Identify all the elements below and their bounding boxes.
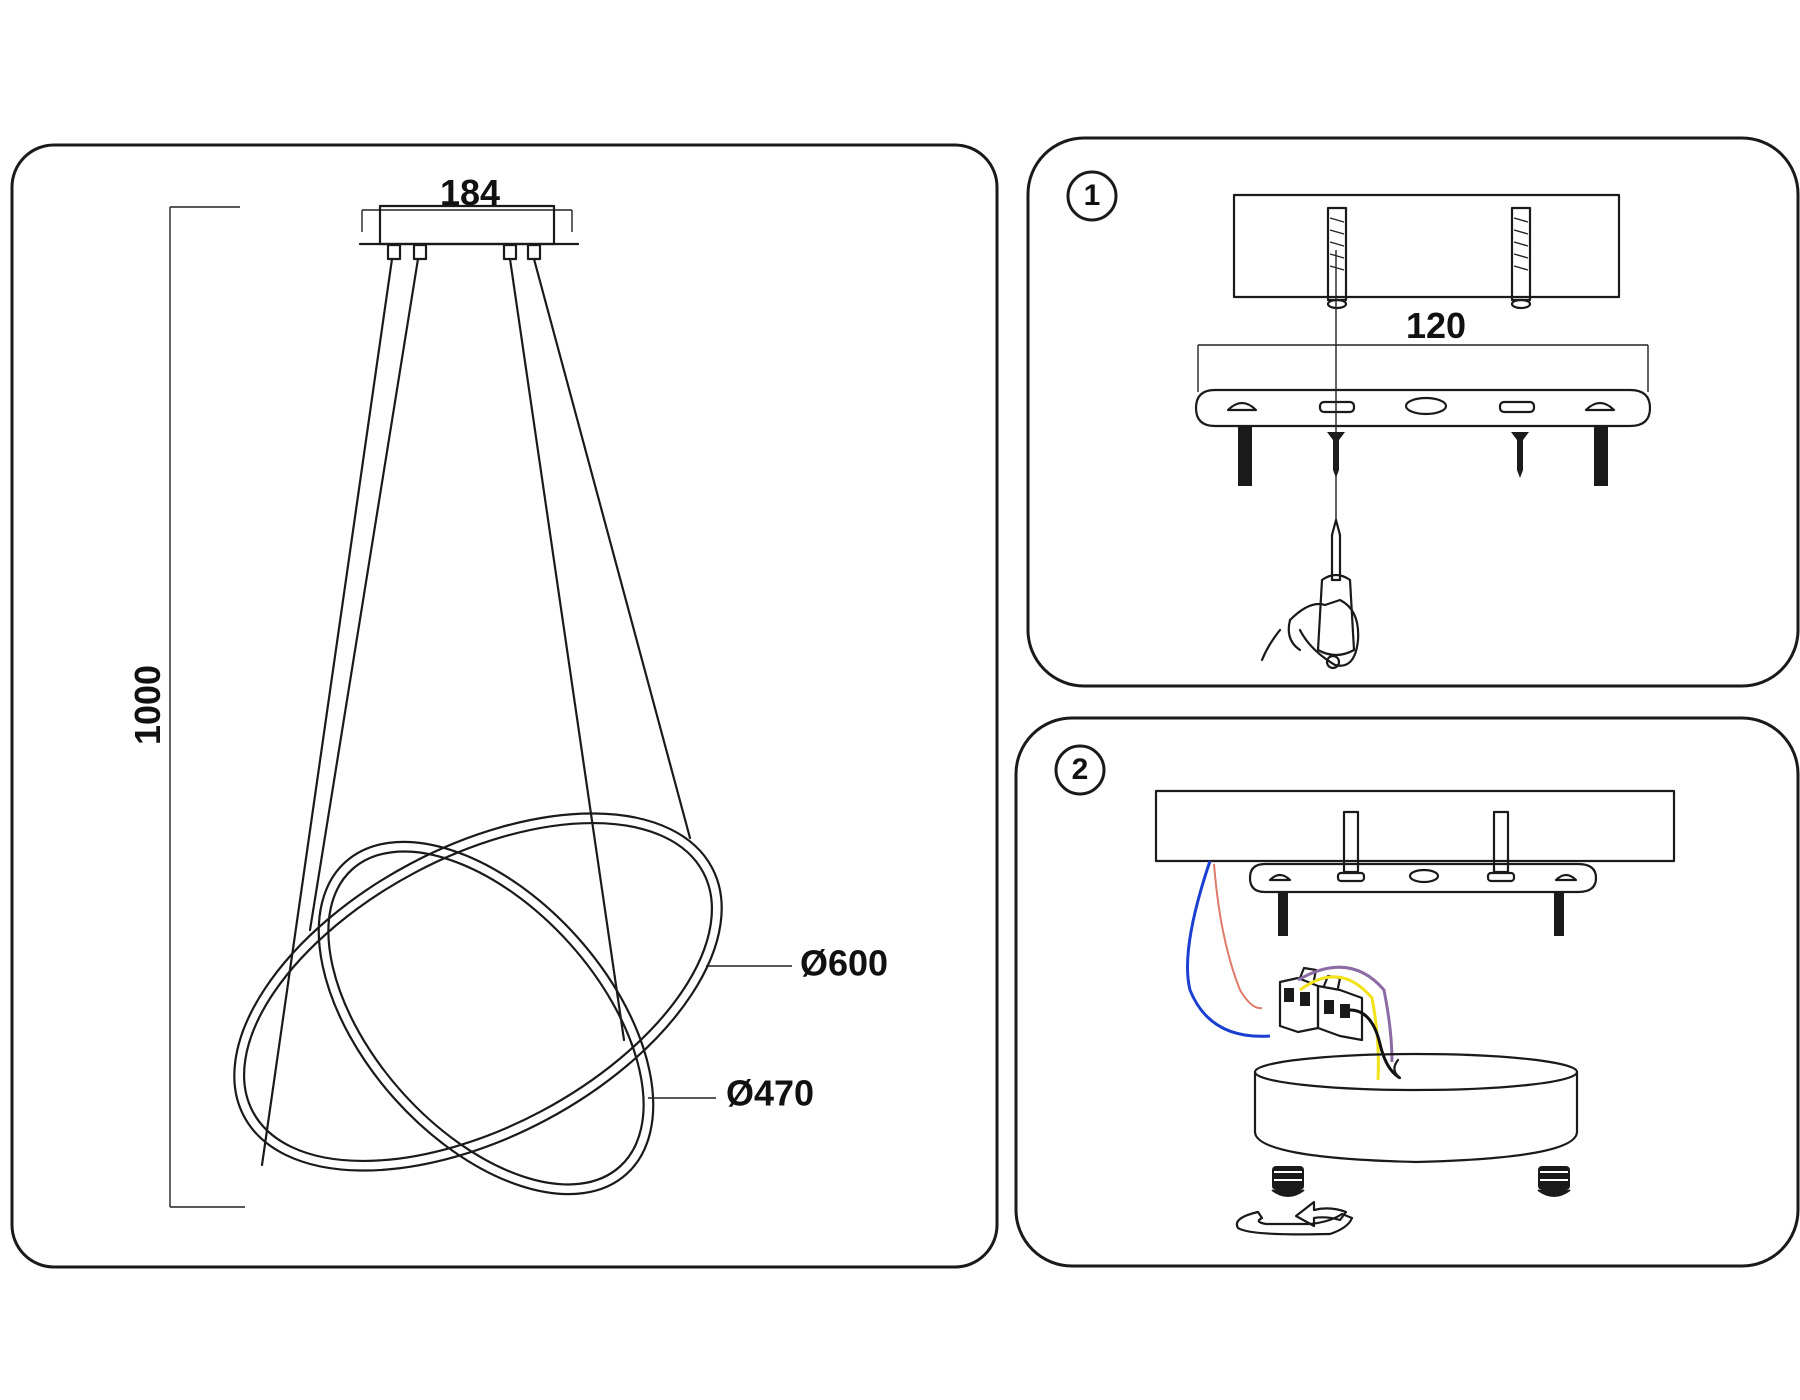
inner-ring-label: Ø470: [726, 1073, 814, 1114]
ceiling-block: [1232, 193, 1621, 299]
step1-number: 1: [1084, 179, 1101, 212]
outer-ring: [233, 812, 723, 1172]
height-dimension: 1000: [127, 206, 245, 1208]
main-view-panel: 184 1000: [10, 143, 999, 1269]
bracket-bolts: [1238, 426, 1608, 486]
step2-frame: [1014, 716, 1800, 1268]
screw-right: [1511, 432, 1529, 478]
diameter-callouts: Ø600 Ø470: [648, 943, 888, 1114]
terminal-block-right: [1316, 984, 1364, 1042]
step2-panel: 2: [1014, 716, 1800, 1268]
ceiling-canopy: [358, 204, 580, 261]
step2-badge: [1054, 744, 1106, 796]
rotate-arrow-icon: [1235, 1200, 1354, 1236]
wall-plug-right: [1510, 206, 1532, 310]
screwdriver-hand-icon: [1260, 518, 1360, 670]
terminal-block-left: [1278, 976, 1320, 1034]
cap-nut-right: [1537, 1166, 1571, 1197]
step2-number: 2: [1072, 753, 1089, 786]
blue-wire: [1186, 860, 1271, 1038]
black-wire: [1349, 1008, 1401, 1080]
red-wire: [1213, 863, 1263, 1010]
mounting-bracket: [1194, 388, 1652, 428]
inner-ring: [317, 840, 655, 1196]
bracket-length-dimension: 120: [1197, 305, 1649, 392]
suspension-cables: [260, 257, 692, 1167]
height-label: 1000: [127, 665, 168, 745]
step1-frame: [1026, 136, 1800, 688]
step1-badge: [1066, 170, 1118, 222]
wall-plug-left: [1326, 206, 1348, 310]
power-wires: [1186, 860, 1401, 1081]
yellow-wire: [1299, 975, 1380, 1081]
lamp-base: [1253, 1052, 1579, 1164]
step1-panel: 1 120: [1026, 136, 1800, 688]
cap-nut-left: [1271, 1166, 1305, 1197]
ceiling-block-2: [1154, 789, 1676, 863]
bracket-length-label: 120: [1406, 305, 1466, 346]
purple-wire: [1297, 965, 1394, 1063]
width-dimension: 184: [361, 172, 573, 232]
outer-ring-label: Ø600: [800, 943, 888, 984]
mounted-bracket: [1248, 810, 1598, 936]
main-view-frame: [10, 143, 999, 1269]
